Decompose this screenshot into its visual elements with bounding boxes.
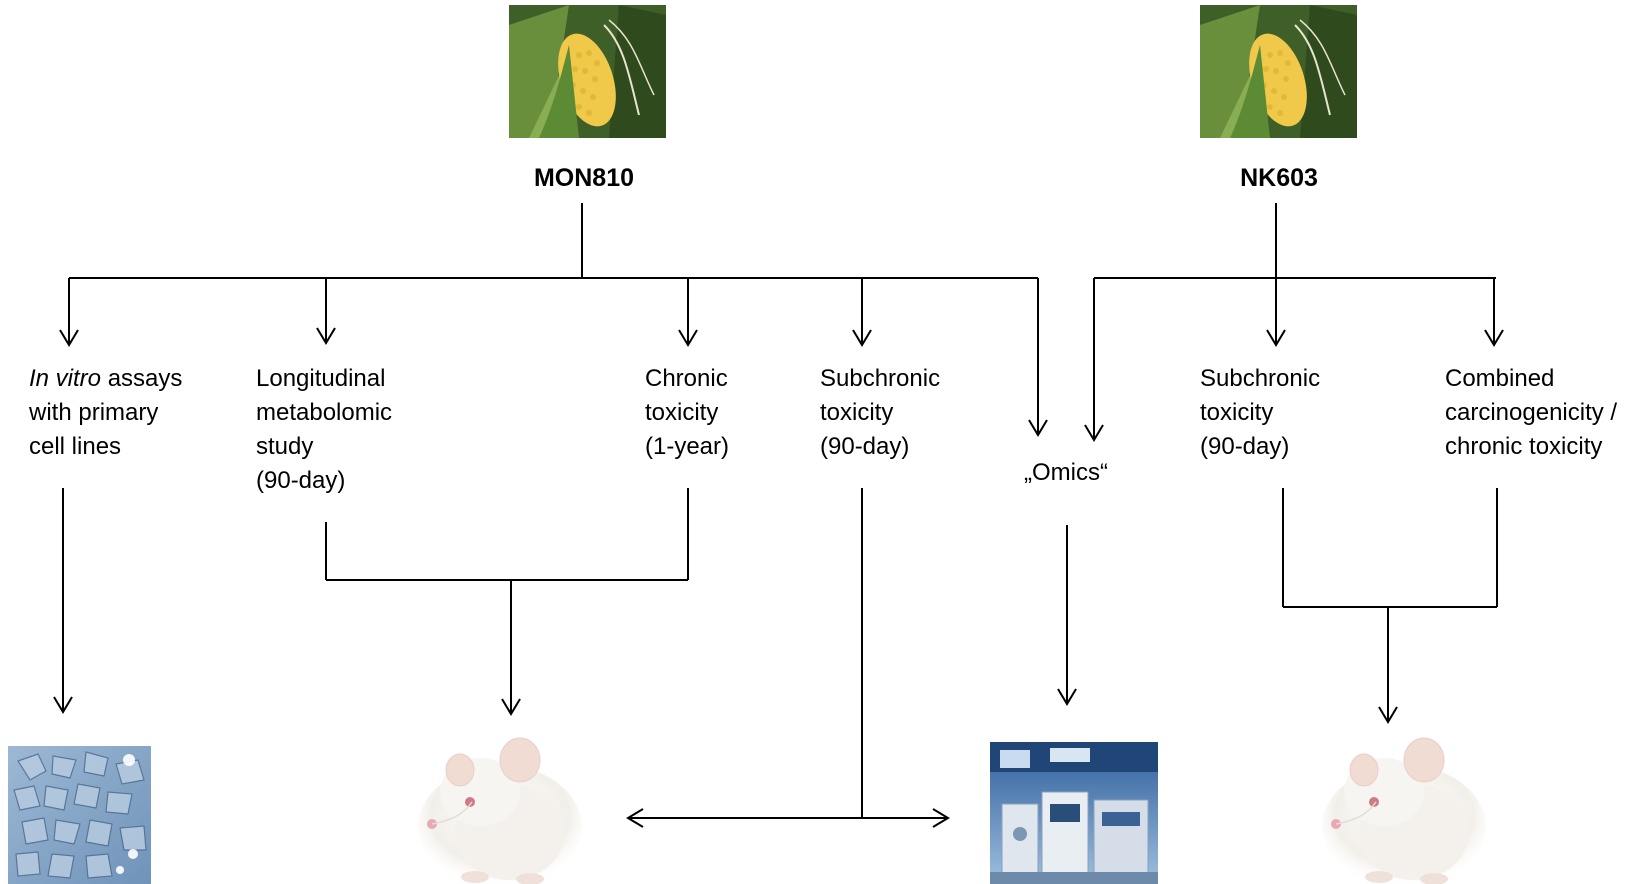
subchronic-nk603-line3: (90-day) [1200,433,1290,460]
longitudinal-label: Longitudinal metabolomic study (90-day) [256,362,392,498]
maize-image-nk603 [1200,5,1357,138]
nk603-title: NK603 [1240,164,1318,192]
arrowhead-right-lab [932,808,950,828]
arrowhead-subchronic-nk603 [1266,329,1286,347]
subchronic-nk603-line1: Subchronic [1200,365,1321,392]
arrowhead-longitudinal [316,327,336,345]
arrowhead-nk603-omics [1084,424,1104,442]
subchronic-mon810-line2: toxicity [820,399,894,426]
lab-equipment-image [990,742,1158,884]
arrowhead-rat-nk603 [1378,706,1398,724]
omics-label: „Omics“ [1024,456,1108,490]
longitudinal-line3: study [256,433,314,460]
maize-image-mon810 [509,5,666,138]
mon810-title: MON810 [533,164,635,192]
arrowhead-subchronic-mon810 [852,329,872,347]
rat-image-mon810 [418,737,582,884]
cell-culture-image [8,746,151,884]
longitudinal-line4: (90-day) [256,467,346,494]
combined-nk603-label: Combined carcinogenicity / chronic toxic… [1445,362,1617,464]
chronic-line3: (1-year) [645,433,730,460]
arrowhead-left-rat [626,808,644,828]
in-vitro-label: In vitro assays with primary cell lines [29,362,182,464]
chronic-mon810-label: Chronic toxicity (1-year) [645,362,729,464]
in-vitro-line2: with primary [29,399,159,426]
arrowhead-cell-culture [53,696,73,714]
subchronic-mon810-line3: (90-day) [820,433,910,460]
omics-text: „Omics“ [1024,459,1108,486]
subchronic-mon810-line1: Subchronic [820,365,941,392]
arrowhead-combined-nk603 [1484,329,1504,347]
combined-line1: Combined [1445,365,1555,392]
arrowhead-rat-mon810 [501,698,521,716]
arrowhead-mon810-omics [1028,419,1048,437]
in-vitro-italic: In vitro [29,365,102,392]
in-vitro-line3: cell lines [29,433,122,460]
chronic-line2: toxicity [645,399,719,426]
subchronic-mon810-label: Subchronic toxicity (90-day) [820,362,940,464]
connectors [53,203,1504,828]
arrowhead-in-vitro [59,329,79,347]
chronic-line1: Chronic [645,365,728,392]
combined-line3: chronic toxicity [1445,433,1603,460]
longitudinal-line1: Longitudinal [256,365,386,392]
arrowhead-lab [1057,688,1077,706]
combined-line2: carcinogenicity / [1445,399,1618,426]
subchronic-nk603-line2: toxicity [1200,399,1274,426]
longitudinal-line2: metabolomic [256,399,393,426]
rat-image-nk603 [1322,737,1486,884]
subchronic-nk603-label: Subchronic toxicity (90-day) [1200,362,1320,464]
arrowhead-chronic-mon810 [678,329,698,347]
in-vitro-rest: assays [101,365,183,392]
